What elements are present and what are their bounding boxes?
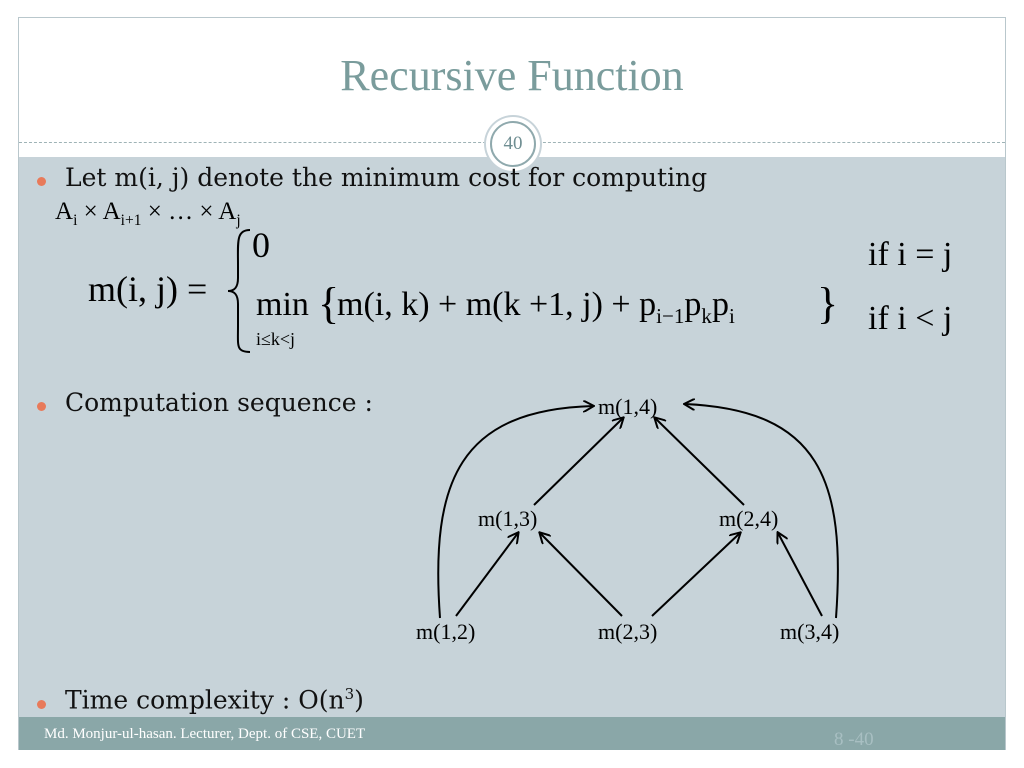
- case2-min-range: i≤k<j: [256, 329, 296, 349]
- case2-close-brace: }: [817, 279, 839, 328]
- formula-brace: [227, 229, 251, 353]
- slide-number: 40: [490, 121, 536, 167]
- content-area: [19, 157, 1005, 717]
- footer-author: Md. Monjur-ul-hasan. Lecturer, Dept. of …: [44, 726, 366, 742]
- edge-34-to-24: [778, 533, 823, 617]
- node-m23: m(2,3): [598, 619, 658, 644]
- node-m34: m(3,4): [780, 619, 840, 644]
- bullet-computation-sequence: Computation sequence :: [65, 388, 373, 417]
- edge-12-to-13: [455, 533, 518, 617]
- node-m24: m(2,4): [719, 506, 779, 531]
- case1-value: 0: [252, 225, 270, 265]
- bullet-dot-icon: [37, 402, 46, 411]
- edge-23-to-13: [540, 533, 623, 617]
- footer-page-number: 8 -40: [834, 729, 874, 750]
- footer-bar: [19, 717, 1005, 750]
- node-m13: m(1,3): [478, 506, 538, 531]
- case2-min: min: [256, 286, 309, 323]
- node-m12: m(1,2): [416, 619, 476, 644]
- bullet-definition: Let m(i, j) denote the minimum cost for …: [65, 163, 708, 192]
- bullet-time-complexity: Time complexity : O(n3): [65, 685, 364, 715]
- edge-24-to-14: [655, 418, 745, 506]
- bullet-dot-icon: [37, 700, 46, 709]
- edge-12-to-14: [437, 406, 593, 619]
- slide-title: Recursive Function: [340, 51, 684, 100]
- case1-condition: if i = j: [868, 236, 953, 273]
- bullet-dot-icon: [37, 177, 46, 186]
- case2-body: m(i, k) + m(k +1, j) + pi−1pkpi: [337, 286, 735, 328]
- edge-23-to-24: [651, 533, 740, 617]
- node-m14: m(1,4): [598, 394, 658, 419]
- matrix-product: Ai × Ai+1 × … × Aj: [55, 198, 241, 229]
- slide-number-badge: 40: [486, 117, 540, 171]
- formula-lhs: m(i, j) =: [88, 269, 208, 309]
- case2-open-brace: {: [318, 279, 340, 328]
- edge-34-to-14: [685, 404, 839, 619]
- case2-condition: if i < j: [868, 300, 953, 337]
- edge-13-to-14: [533, 418, 623, 506]
